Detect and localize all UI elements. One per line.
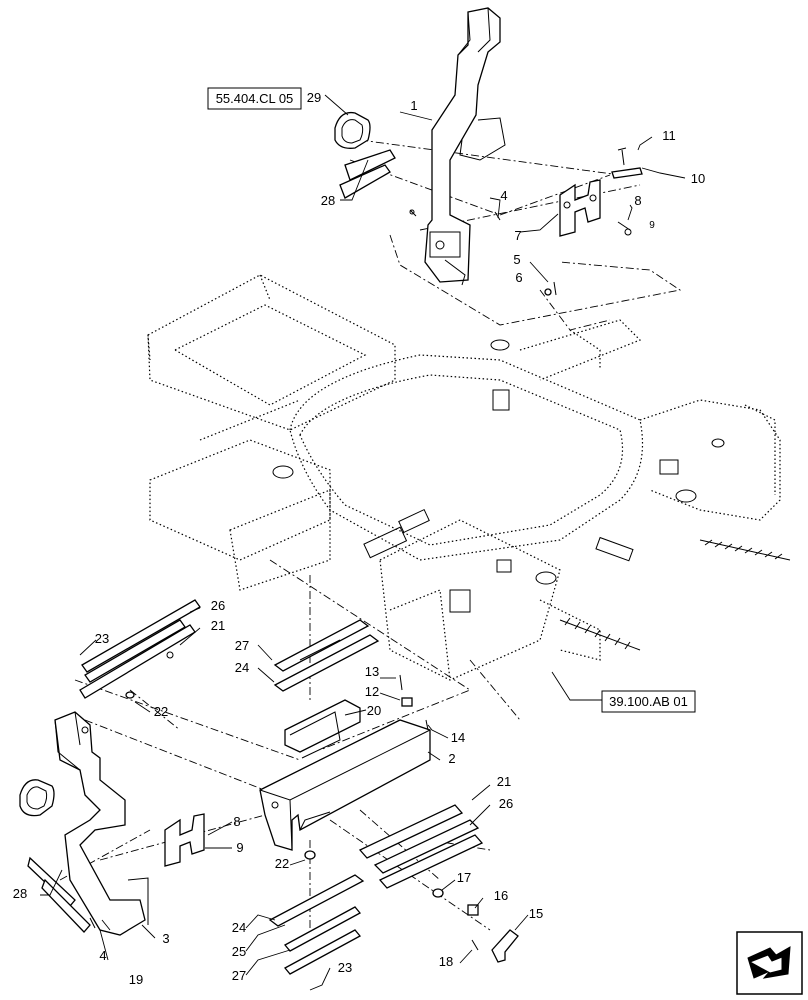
bolt-part-19[interactable] <box>89 917 96 929</box>
callout-26-top: 26 <box>211 598 225 613</box>
mirror-part-3-lower[interactable] <box>19 779 55 817</box>
callout-26-bottom: 26 <box>499 796 513 811</box>
callout-15: 15 <box>529 906 543 921</box>
callout-6: 6 <box>515 270 522 285</box>
shim-part-25-bottom[interactable] <box>283 906 362 952</box>
nut-part-9-top[interactable] <box>624 228 632 236</box>
reference-label-top: 55.404.CL 05 <box>216 91 294 106</box>
callout-14: 14 <box>451 730 465 745</box>
callout-22-top: 22 <box>154 704 168 719</box>
callout-10: 10 <box>691 171 705 186</box>
bracket-part-7[interactable] <box>559 179 601 237</box>
callout-9-top: 9 <box>649 220 655 231</box>
callout-11: 11 <box>662 128 676 143</box>
callout-3: 3 <box>162 931 169 946</box>
bolt-part-5-6[interactable] <box>544 281 557 296</box>
screw-part-11[interactable] <box>617 147 627 166</box>
callout-23-bottom: 23 <box>338 960 352 975</box>
callout-20: 20 <box>367 703 381 718</box>
callout-4-top: 4 <box>500 188 507 203</box>
reference-box-bottom[interactable]: 39.100.AB 01 <box>601 690 696 713</box>
wear-strip-part-26-bottom[interactable] <box>373 819 484 889</box>
callout-24-top: 24 <box>235 660 249 675</box>
hinge-part-20[interactable] <box>284 699 361 759</box>
wear-strip-part-21-bottom[interactable] <box>358 804 464 859</box>
plug-part-22-top[interactable] <box>125 691 135 699</box>
wear-strip-part-26-top[interactable] <box>79 619 196 699</box>
callout-9-bottom: 9 <box>236 840 243 855</box>
wedge-part-28-bottom[interactable] <box>27 856 91 933</box>
callout-21-top: 21 <box>211 618 225 633</box>
washer-part-17[interactable] <box>432 888 444 898</box>
wedge-part-28-top[interactable] <box>339 149 396 199</box>
callout-22-bottom: 22 <box>275 856 289 871</box>
shim-part-27-top[interactable] <box>273 619 370 672</box>
shim-part-27-bottom[interactable] <box>283 929 362 975</box>
bolt-part-14[interactable] <box>425 719 429 731</box>
pin-part-10[interactable] <box>611 167 643 179</box>
frame-upright-part-1[interactable] <box>424 7 506 286</box>
pin-part-15[interactable] <box>491 929 519 963</box>
callout-12: 12 <box>365 684 379 699</box>
callout-19: 19 <box>129 972 143 987</box>
screw-part-18[interactable] <box>471 939 479 951</box>
next-page-arrow-icon[interactable] <box>736 931 803 995</box>
callout-29: 29 <box>307 90 321 105</box>
callout-18: 18 <box>439 954 453 969</box>
shim-part-24-top[interactable] <box>273 634 380 692</box>
callout-23-top: 23 <box>95 631 109 646</box>
bracket-part-2[interactable] <box>259 719 431 851</box>
callout-28-top: 28 <box>321 193 335 208</box>
callout-16: 16 <box>494 888 508 903</box>
callout-21-bottom: 21 <box>497 774 511 789</box>
callout-27-bottom: 27 <box>232 968 246 983</box>
frame-upright-part-3[interactable] <box>54 711 149 936</box>
bolt-part-4-top[interactable] <box>409 209 501 221</box>
shim-part-24-bottom[interactable] <box>268 874 365 927</box>
callout-8-bottom: 8 <box>233 814 240 829</box>
plug-part-22-bottom[interactable] <box>304 850 316 860</box>
leader-lines <box>40 94 686 991</box>
callout-1: 1 <box>410 98 417 113</box>
mirror-part-29[interactable] <box>334 111 371 149</box>
callout-8-top: 8 <box>634 193 641 208</box>
reference-box-top[interactable]: 55.404.CL 05 <box>207 87 302 110</box>
callout-17: 17 <box>457 870 471 885</box>
callout-13: 13 <box>365 664 379 679</box>
callout-7: 7 <box>514 228 521 243</box>
bushing-part-16[interactable] <box>467 904 479 916</box>
bracket-part-bottom[interactable] <box>164 813 205 867</box>
callout-2: 2 <box>448 751 455 766</box>
callout-labels: 29 1 28 4 11 10 8 9 7 5 6 26 21 23 27 24… <box>13 90 705 987</box>
reference-label-bottom: 39.100.AB 01 <box>609 694 688 709</box>
wear-strip-part-21-top[interactable] <box>81 599 201 673</box>
callout-28-bottom: 28 <box>13 886 27 901</box>
callout-24-bottom: 24 <box>232 920 246 935</box>
callout-27-top: 27 <box>235 638 249 653</box>
screw-part-13[interactable] <box>399 674 403 691</box>
chassis-frame <box>147 274 791 681</box>
callout-25: 25 <box>232 944 246 959</box>
callout-4-bottom: 4 <box>99 948 106 963</box>
assembly-lines <box>59 139 682 935</box>
callout-5: 5 <box>513 252 520 267</box>
clip-part-12[interactable] <box>401 697 413 707</box>
